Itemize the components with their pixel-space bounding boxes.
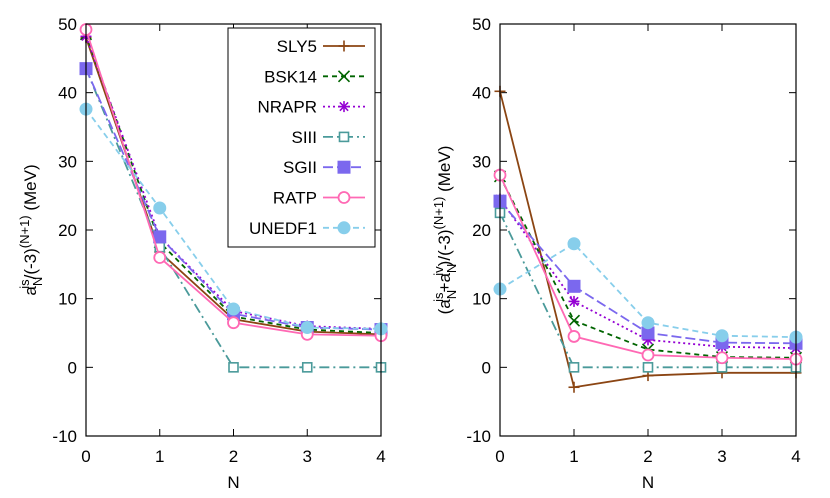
data-point [567,330,581,343]
y-tick-label: 20 [472,221,491,240]
legend-label: UNEDF1 [249,219,317,238]
data-point [716,362,728,373]
legend-entry-nrapr: NRAPR [257,98,365,117]
legend-label: SIII [291,128,317,147]
y-tick-label: -10 [52,427,77,446]
legend-marker [338,131,350,143]
data-point [642,362,654,373]
plot-frame [499,23,797,437]
series-ratp [79,23,388,343]
plot-frame [85,23,382,437]
y-tick-label: 0 [482,358,491,377]
x-tick-label: 3 [717,447,726,466]
x-tick-label: 4 [376,447,385,466]
data-point [568,362,580,373]
data-point [641,326,655,340]
data-point [227,316,240,330]
legend-entry-bsk14: BSK14 [264,67,365,86]
data-point [227,302,240,316]
y-tick-label: 20 [58,221,77,240]
y-tick-label: 40 [472,84,491,103]
x-axis-title: N [227,473,239,492]
series-sly5 [494,85,802,393]
legend-label: SGII [283,158,317,177]
data-point [567,314,581,327]
y-tick-label: 10 [58,290,77,309]
legend-label: NRAPR [257,98,317,117]
x-tick-label: 1 [155,447,164,466]
data-point [641,348,655,362]
x-tick-label: 0 [495,447,504,466]
series-unedf1 [493,237,803,344]
data-point [715,329,729,343]
legend-entry-sgii: SGII [283,158,365,177]
legend-marker [337,221,351,235]
legend-marker [337,191,351,204]
x-tick-label: 1 [569,447,578,466]
y-tick-label: 50 [58,15,77,34]
y-tick-label: 40 [58,84,77,103]
legend-entry-sly5: SLY5 [277,37,365,56]
legend-entry-unedf1: UNEDF1 [249,219,365,238]
data-point [641,316,655,330]
data-point [567,279,581,293]
legend-marker [338,101,350,113]
legend-entry-siii: SIII [291,128,365,147]
series-line [85,108,382,330]
data-point [300,321,314,335]
data-point [715,351,729,365]
series-line [499,176,797,359]
x-tick-label: 2 [229,447,238,466]
x-tick-label: 2 [643,447,652,466]
x-axis-title: N [642,473,654,492]
data-point [568,381,580,393]
y-axis-title: (aNis+aNiv)/(-3)(N+1) (MeV) [431,146,459,315]
y-tick-label: 50 [472,15,491,34]
legend-marker [337,70,351,83]
data-point [153,230,167,244]
x-tick-label: 3 [303,447,312,466]
y-tick-label: 30 [58,152,77,171]
y-tick-label: 30 [472,152,491,171]
data-point [301,362,313,373]
legend-marker [338,40,350,52]
legend-label: SLY5 [277,37,317,56]
x-tick-label: 4 [791,447,800,466]
data-point [567,237,581,251]
data-point [568,295,580,307]
y-tick-label: 10 [472,290,491,309]
legend-label: RATP [273,189,317,208]
legend-entry-ratp: RATP [273,189,365,208]
y-axis-title: aNis/(-3)(N+1) (MeV) [17,164,45,295]
y-tick-label: -10 [466,427,491,446]
legend-label: BSK14 [264,67,317,86]
legend-marker [337,160,351,174]
data-point [153,201,167,215]
y-tick-label: 0 [68,358,77,377]
x-tick-label: 0 [81,447,90,466]
data-point [153,251,167,264]
data-point [228,362,239,373]
